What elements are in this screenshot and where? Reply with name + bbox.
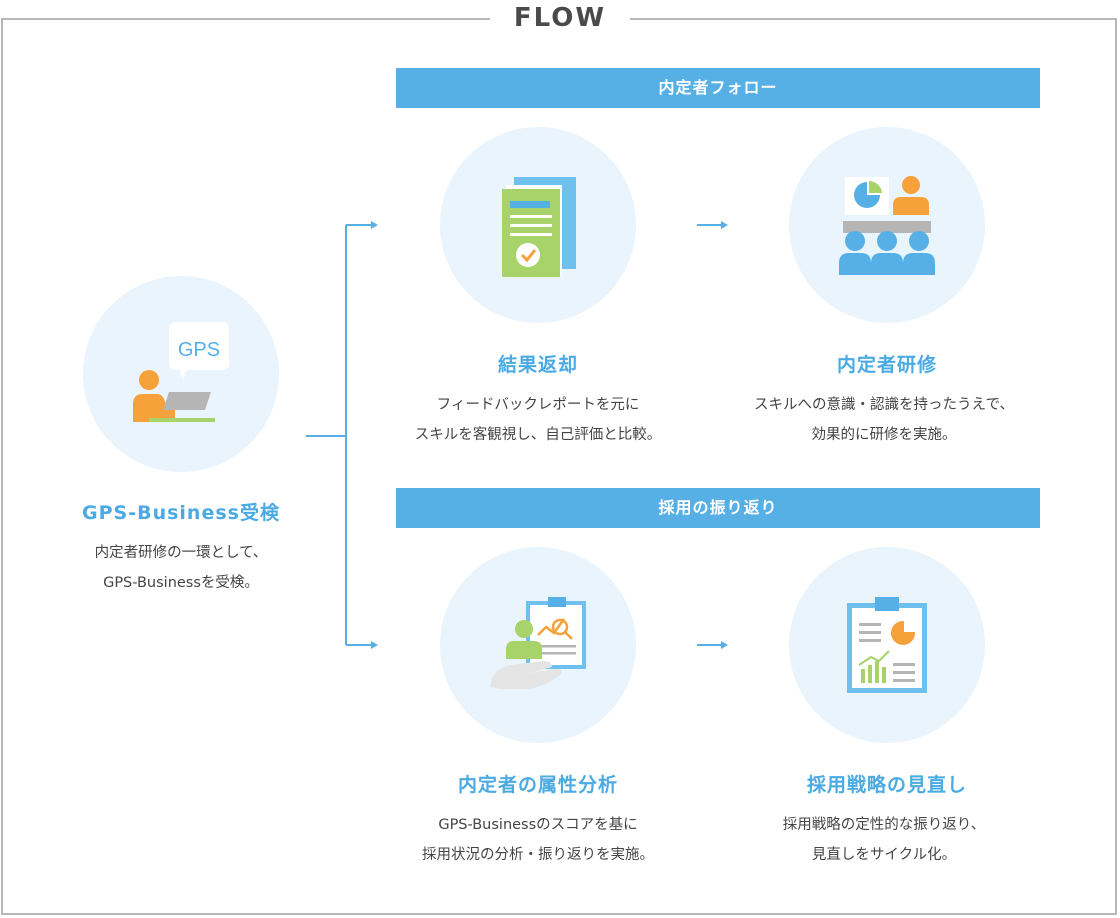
arrowhead-icon [721, 221, 728, 229]
banner-recruitment-review: 採用の振り返り [396, 488, 1040, 528]
arrowhead-icon [721, 641, 728, 649]
step-desc-line: スキルへの意識・認識を持ったうえで、 [754, 397, 1014, 413]
start-circle: GPS [83, 276, 279, 472]
step-title-gps-business: GPS-Business受検 [82, 502, 280, 524]
step-desc-line: GPS-Businessのスコアを基に [438, 817, 638, 833]
step-circle-strategy-review [789, 547, 985, 743]
step-circle-result-return [440, 127, 636, 323]
banner-naitei-follow: 内定者フォロー [396, 68, 1040, 108]
step-title-naitei-training: 内定者研修 [836, 354, 937, 376]
step-desc-line: フィードバックレポートを元に [436, 397, 640, 413]
step-desc-line: スキルを客観視し、自己評価と比較。 [414, 427, 662, 443]
step-circle-attribute-analysis [440, 547, 636, 743]
flow-title: FLOW [490, 0, 630, 36]
step-desc-result-return: フィードバックレポートを元に スキルを客観視し、自己評価と比較。 [368, 390, 708, 450]
attribute-analysis-icon [490, 597, 586, 689]
person-computer-gps-icon: GPS [133, 322, 229, 422]
step-title-result-return: 結果返却 [497, 354, 578, 376]
step-desc-line: 内定者研修の一環として、 [94, 545, 268, 561]
step-desc-naitei-training: スキルへの意識・認識を持ったうえで、 効果的に研修を実施。 [714, 390, 1054, 450]
step-desc-line: 採用状況の分析・振り返りを実施。 [422, 847, 654, 863]
step-desc-attribute-analysis: GPS-Businessのスコアを基に 採用状況の分析・振り返りを実施。 [368, 810, 708, 870]
report-check-icon [502, 177, 576, 277]
step-desc-line: 採用戦略の定性的な振り返り、 [782, 817, 986, 833]
step-desc-gps-business: 内定者研修の一環として、 GPS-Businessを受検。 [11, 538, 351, 598]
arrowhead-icon [371, 641, 378, 649]
step-desc-line: 見直しをサイクル化。 [811, 847, 957, 863]
step-desc-line: GPS-Businessを受検。 [103, 575, 259, 591]
strategy-review-icon [847, 597, 927, 693]
training-seminar-icon [839, 176, 935, 275]
step-title-attribute-analysis: 内定者の属性分析 [457, 774, 618, 796]
svg-text:GPS: GPS [178, 339, 220, 361]
step-desc-line: 効果的に研修を実施。 [811, 427, 957, 443]
step-title-strategy-review: 採用戦略の見直し [806, 774, 967, 796]
arrowhead-icon [371, 221, 378, 229]
step-circle-naitei-training [789, 127, 985, 323]
step-desc-strategy-review: 採用戦略の定性的な振り返り、 見直しをサイクル化。 [714, 810, 1054, 870]
